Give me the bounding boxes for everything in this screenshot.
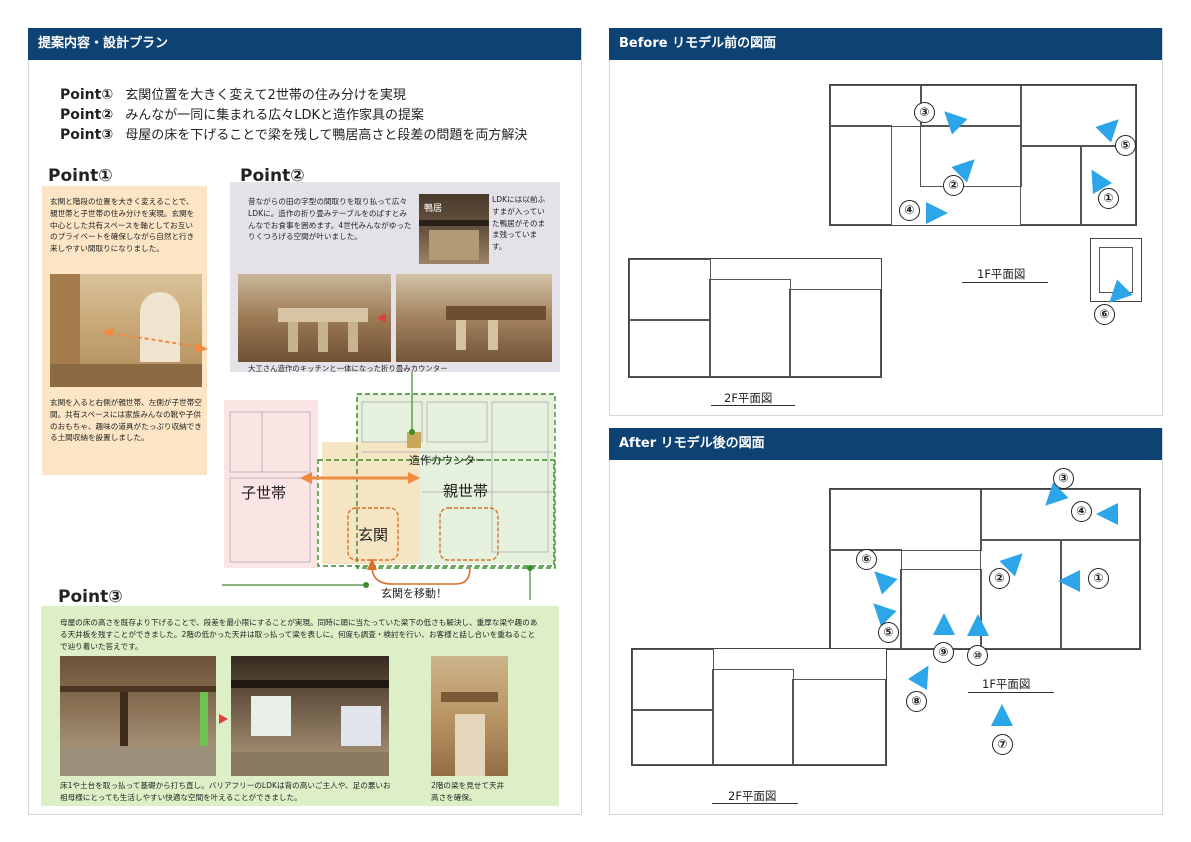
after-marker-4: ④ — [1071, 501, 1092, 522]
beam-ceiling-photo — [431, 656, 508, 776]
before-1f-annex-plan — [1090, 238, 1142, 302]
after-marker-9: ⑨ — [933, 642, 954, 663]
point-summary-label: Point① — [60, 87, 114, 103]
after-1f-label: 1F平面図 — [982, 677, 1031, 691]
before-2f-label: 2F平面図 — [724, 391, 773, 405]
parent-household-label: 親世帯 — [443, 482, 489, 500]
point1-description: 玄関と階段の位置を大きく変えることで、親世帯と子世帯の住み分けを実現。玄関を中心… — [50, 197, 195, 254]
point-summary-label: Point② — [60, 107, 114, 123]
viewpoint-marker-icon — [967, 614, 989, 636]
after-2f-plan — [631, 648, 887, 766]
after-marker-3: ③ — [1053, 468, 1074, 489]
before-1f-label: 1F平面図 — [977, 267, 1026, 281]
before-marker-5: ⑤ — [1115, 135, 1136, 156]
point-summary-3: Point③ 母屋の床を下げることで梁を残して鴨居高さと段差の問題を両方解決 — [60, 124, 527, 143]
point-summary-text: 玄関位置を大きく変えて2世帯の住み分けを実現 — [125, 88, 406, 103]
viewpoint-marker-icon — [933, 613, 955, 635]
viewpoint-marker-icon — [991, 704, 1013, 726]
finished-ldk-photo — [231, 656, 389, 776]
ldk-photo-left — [238, 274, 391, 362]
point-summary-2: Point② みんなが一同に集まれる広々LDKと造作家具の提案 — [60, 104, 424, 123]
proposal-header: 提案内容・設計プラン — [28, 28, 581, 60]
plan-diagram — [222, 372, 556, 600]
point-summary-text: みんなが一同に集まれる広々LDKと造作家具の提案 — [125, 108, 424, 123]
viewpoint-marker-icon — [1058, 570, 1080, 592]
before-marker-2: ② — [943, 175, 964, 196]
after-1f-underline — [968, 692, 1054, 693]
after-marker-5: ⑤ — [878, 622, 899, 643]
after-marker-7: ⑦ — [992, 734, 1013, 755]
before-marker-1: ① — [1098, 188, 1119, 209]
child-household-label: 子世帯 — [241, 484, 287, 502]
point2-caption: 大工さん造作のキッチンと一体になった折り畳みカウンター — [248, 364, 448, 373]
before-marker-4: ④ — [899, 200, 920, 221]
after-marker-10: ⑩ — [967, 645, 988, 666]
point1-title: Point① — [48, 166, 113, 186]
genkan-label: 玄関 — [358, 526, 389, 544]
before-2f-plan — [628, 258, 882, 378]
kamoi-photo — [419, 194, 489, 264]
after-marker-2: ② — [989, 568, 1010, 589]
after-2f-label: 2F平面図 — [728, 789, 777, 803]
point3-title: Point③ — [58, 587, 123, 607]
ldk-photo-right — [396, 274, 552, 362]
point1-photo — [50, 274, 202, 387]
point-summary-text: 母屋の床を下げることで梁を残して鴨居高さと段差の問題を両方解決 — [125, 128, 528, 143]
after-header: After リモデル後の図面 — [609, 428, 1162, 460]
after-marker-8: ⑧ — [906, 691, 927, 712]
construction-photo — [60, 656, 216, 776]
viewpoint-marker-icon — [1096, 503, 1118, 525]
before-header: Before リモデル前の図面 — [609, 28, 1162, 60]
after-marker-6: ⑥ — [856, 549, 877, 570]
after-marker-1: ① — [1088, 568, 1109, 589]
before-1f-plan — [829, 84, 1137, 226]
point3-caption-left: 床1や土台を取っ払って基礎から打ち直し。バリアフリーのLDKは背の高いご主人や、… — [60, 781, 391, 802]
point3-caption-right: 2階の梁を見せて天井高さを確保。 — [431, 781, 505, 802]
arrow-right-red — [219, 714, 228, 724]
point-summary-label: Point③ — [60, 127, 114, 143]
before-marker-6: ⑥ — [1094, 304, 1115, 325]
arrow-right-red — [377, 313, 386, 323]
point3-description: 母屋の床の高さを既存より下げることで、段差を最小限にすることが実現。同時に頭に当… — [60, 618, 538, 651]
after-2f-underline — [712, 803, 798, 804]
viewpoint-marker-icon — [926, 202, 948, 224]
point2-description: 昔ながらの田の字型の間取りを取り払って広々LDKに。造作の折り畳みテーブルをのば… — [248, 197, 412, 242]
point2-side-note: LDKには以前ふすまが入っていた鴨居がそのまま残っています。 — [492, 195, 546, 252]
before-2f-underline — [711, 405, 795, 406]
point1-caption: 玄関を入ると右側が親世帯、左側が子世帯空間。共有スペースには家族みんなの靴や子供… — [50, 398, 202, 443]
before-1f-underline — [962, 282, 1048, 283]
point2-title: Point② — [240, 166, 305, 186]
point1-photo-arrow — [102, 328, 208, 353]
move-genkan-label: 玄関を移動！ — [381, 587, 447, 600]
before-marker-3: ③ — [914, 102, 935, 123]
kamoi-label: 鴨居 — [424, 204, 443, 214]
point-summary-1: Point① 玄関位置を大きく変えて2世帯の住み分けを実現 — [60, 84, 406, 103]
counter-label: 造作カウンター — [409, 454, 486, 467]
